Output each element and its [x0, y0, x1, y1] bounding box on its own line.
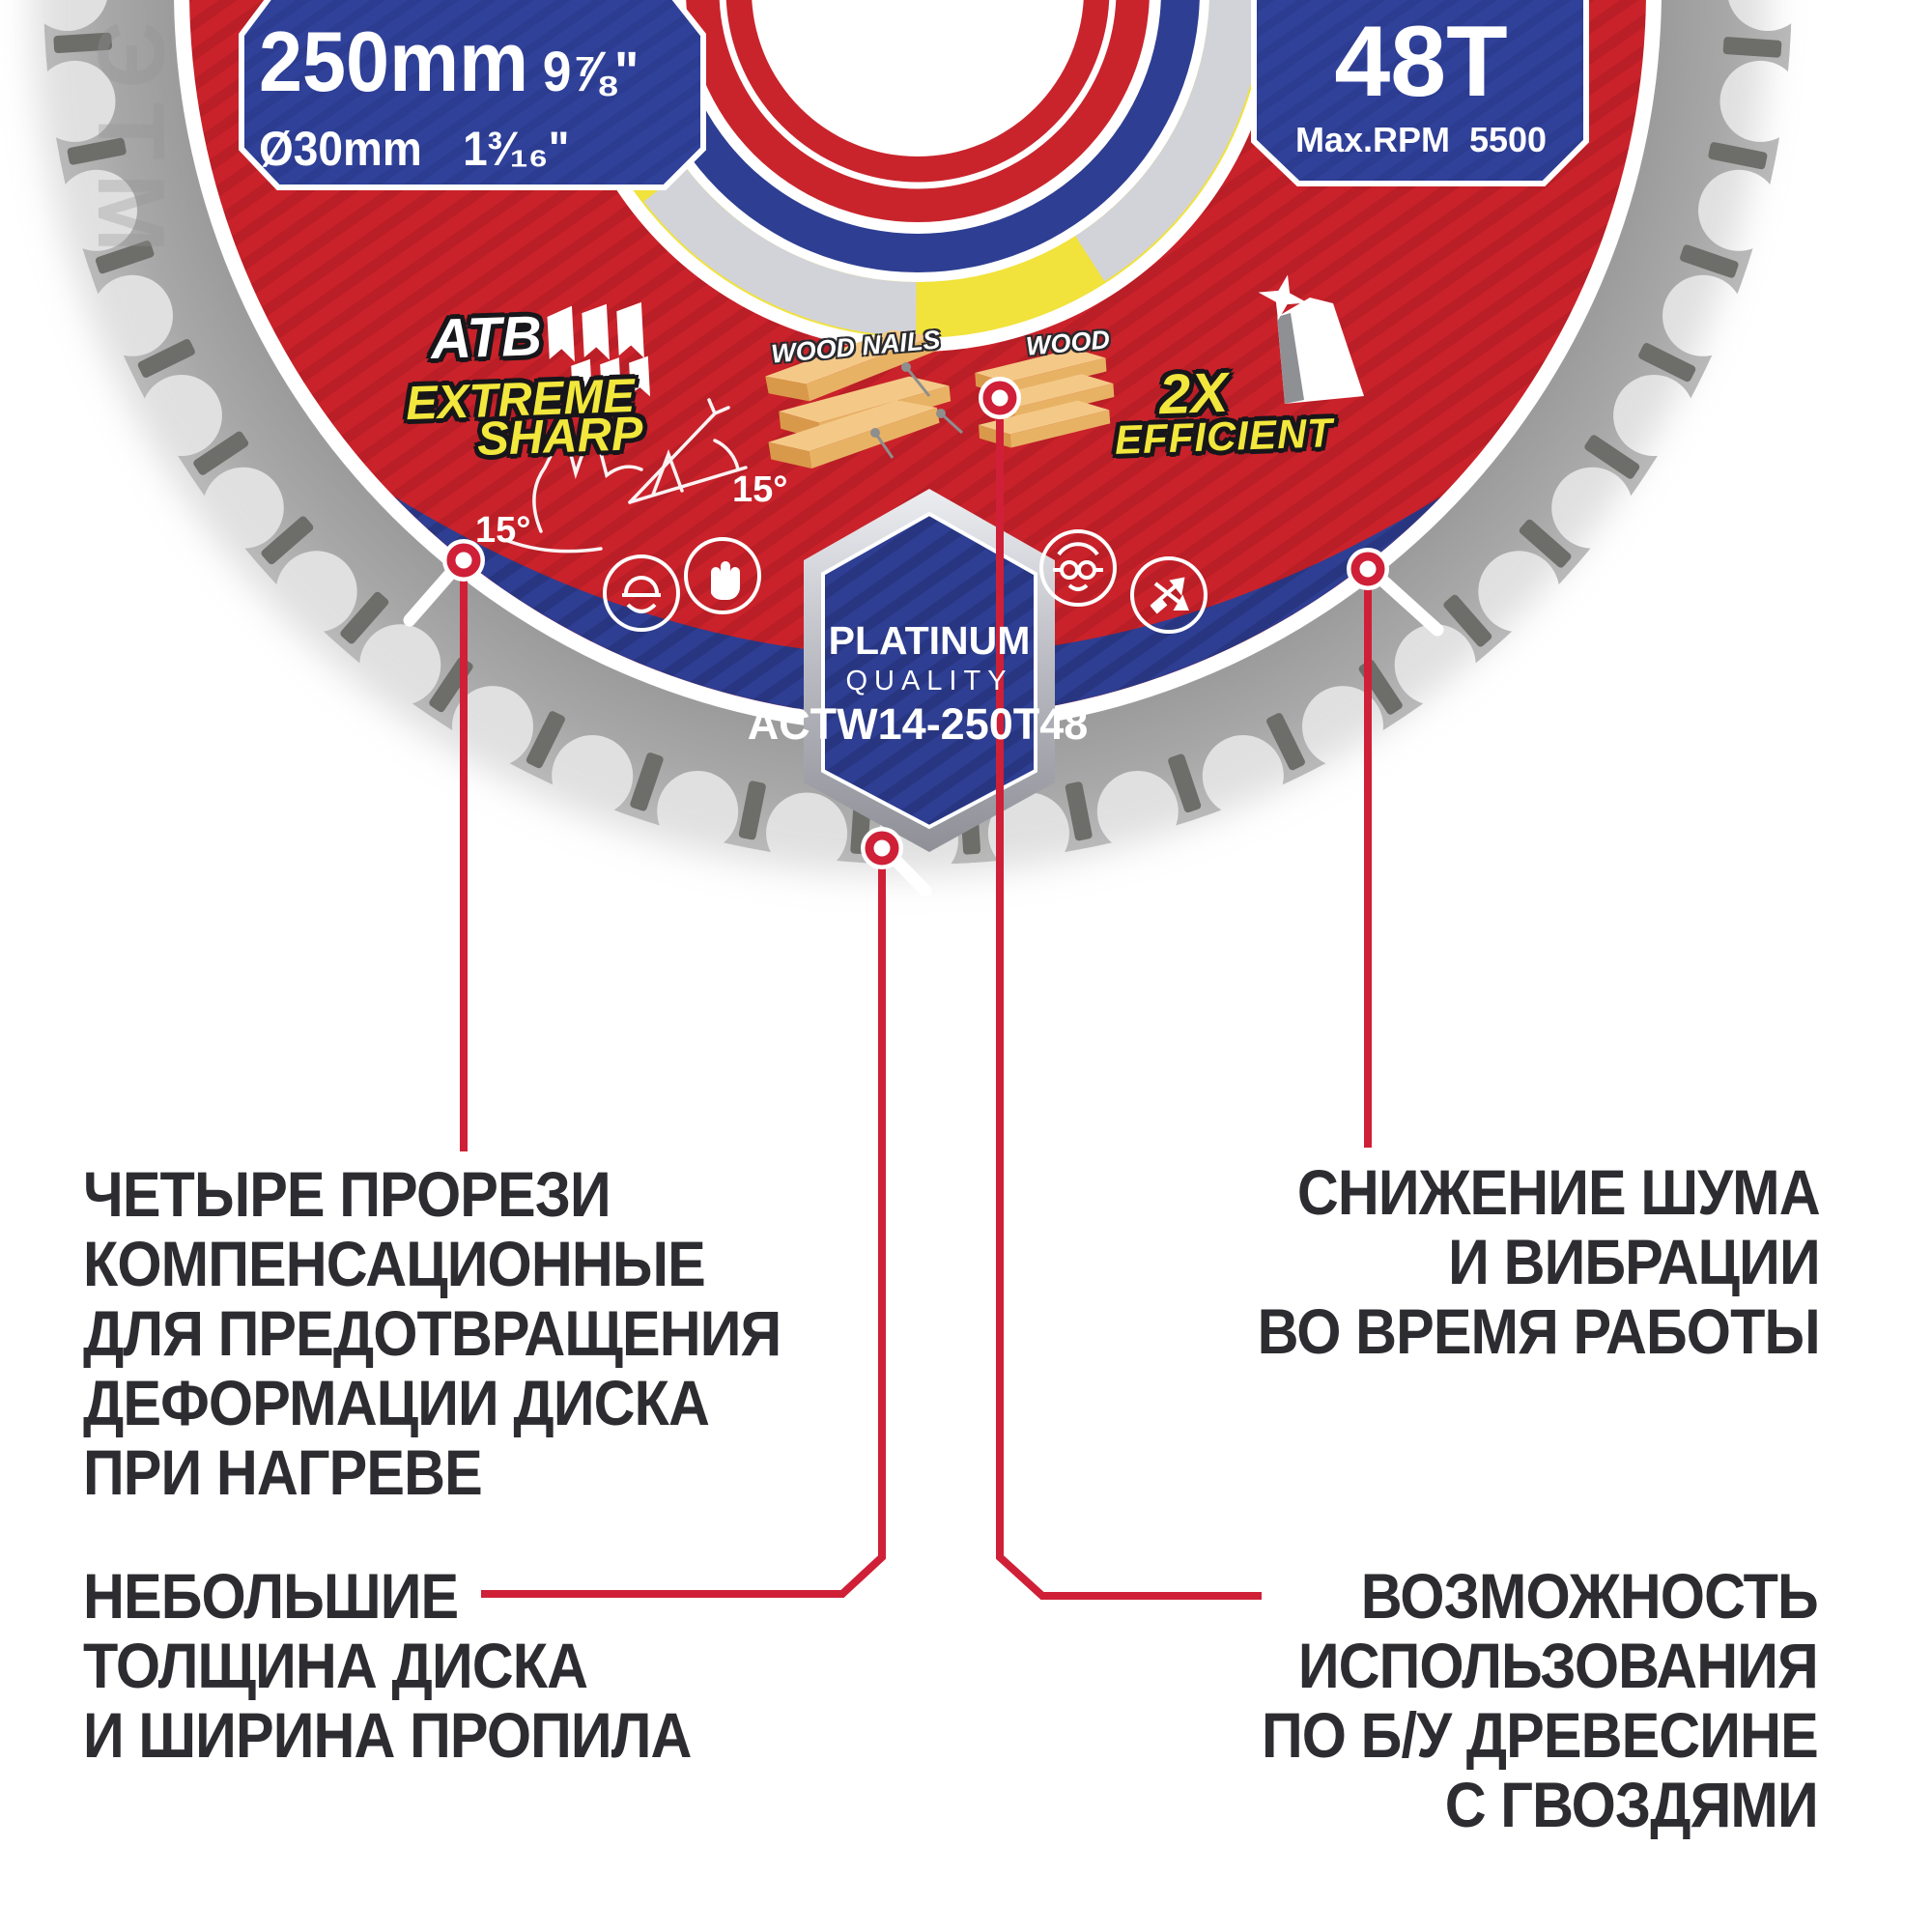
callout-line: ДЕФОРМАЦИИ ДИСКА [83, 1367, 710, 1438]
tooth-angle-diagram-left [506, 406, 643, 554]
model-number: ACTW14-250T48 [747, 699, 1089, 749]
rpm-value: 5500 [1468, 120, 1548, 159]
atb-label: ATB [429, 304, 544, 371]
blade-diameter-inch: 9⅞" [542, 41, 639, 103]
callout-noise-vibration: СНИЖЕНИЕ ШУМА И ВИБРАЦИИ ВО ВРЕМЯ РАБОТЫ [1257, 1156, 1821, 1367]
callout-line: ДЛЯ ПРЕДОТВРАЩЕНИЯ [83, 1297, 781, 1369]
callout-line: НЕБОЛЬШИЕ [83, 1560, 459, 1632]
bore-diameter-mm: Ø30mm [259, 122, 422, 176]
callout-used-wood: ВОЗМОЖНОСТЬ ИСПОЛЬЗОВАНИЯ ПО Б/У ДРЕВЕСИ… [1262, 1560, 1819, 1840]
callout-line: И ШИРИНА ПРОПИЛА [83, 1699, 692, 1771]
quality-label: QUALITY [845, 666, 1013, 696]
callout-expansion-slots: ЧЕТЫРЕ ПРОРЕЗИ КОМПЕНСАЦИОННЫЕ ДЛЯ ПРЕДО… [83, 1159, 781, 1507]
platinum-quality-text: PLATINUM QUALITY [813, 618, 1045, 697]
bore-diameter-inch: 1³∕₁₆" [463, 122, 570, 176]
blade-diameter-mm: 250mm [259, 14, 529, 109]
size-panel [239, 0, 706, 190]
callout-line: С ГВОЗДЯМИ [1444, 1769, 1819, 1840]
callout-line: ИСПОЛЬЗОВАНИЯ [1298, 1630, 1819, 1701]
tooth-angle-diagram-right [628, 398, 748, 504]
tooth-angle-right: 15° [732, 469, 788, 510]
callout-line: СНИЖЕНИЕ ШУМА [1297, 1156, 1821, 1228]
teeth-panel [1251, 0, 1589, 186]
callout-dots [442, 377, 1389, 869]
wood-planks-nails-icon [765, 329, 964, 469]
hub-rings-icon [556, 0, 1279, 352]
callout-line: ТОЛЩИНА ДИСКА [83, 1630, 588, 1701]
kickback-arrows-icon [1130, 556, 1208, 634]
rpm-label: Max.RPM [1294, 120, 1450, 159]
tooth-angle-left: 15° [475, 510, 531, 551]
tooth-count: 48T [1334, 6, 1508, 118]
efficient-label: EFFICIENT [1114, 410, 1334, 463]
callout-lines [460, 419, 1372, 1600]
label-blue-segment [394, 497, 1441, 719]
callout-line: И ВИБРАЦИИ [1448, 1226, 1820, 1297]
sharp-tooth-sparkle-icon [1258, 274, 1364, 404]
callout-line: ВОЗМОЖНОСТЬ [1360, 1560, 1819, 1632]
watermark: ЭТМ [78, 21, 185, 267]
sharp-label: SHARP [476, 408, 644, 466]
platinum-badge [804, 489, 1055, 852]
callout-thin-kerf: НЕБОЛЬШИЕ ТОЛЩИНА ДИСКА И ШИРИНА ПРОПИЛА [83, 1560, 692, 1771]
callout-line: ЧЕТЫРЕ ПРОРЕЗИ [83, 1158, 611, 1230]
gloves-icon [684, 537, 761, 614]
platinum-label: PLATINUM [828, 618, 1031, 663]
callout-line: ПО Б/У ДРЕВЕСИНЕ [1262, 1699, 1819, 1771]
saw-teeth-icon [547, 301, 650, 400]
callout-line: ПРИ НАГРЕВЕ [83, 1436, 483, 1508]
callout-line: ВО ВРЕМЯ РАБОТЫ [1257, 1295, 1821, 1367]
goggles-icon [1039, 529, 1117, 607]
hard-hat-icon [603, 554, 680, 632]
callout-line: КОМПЕНСАЦИОННЫЕ [83, 1228, 706, 1299]
